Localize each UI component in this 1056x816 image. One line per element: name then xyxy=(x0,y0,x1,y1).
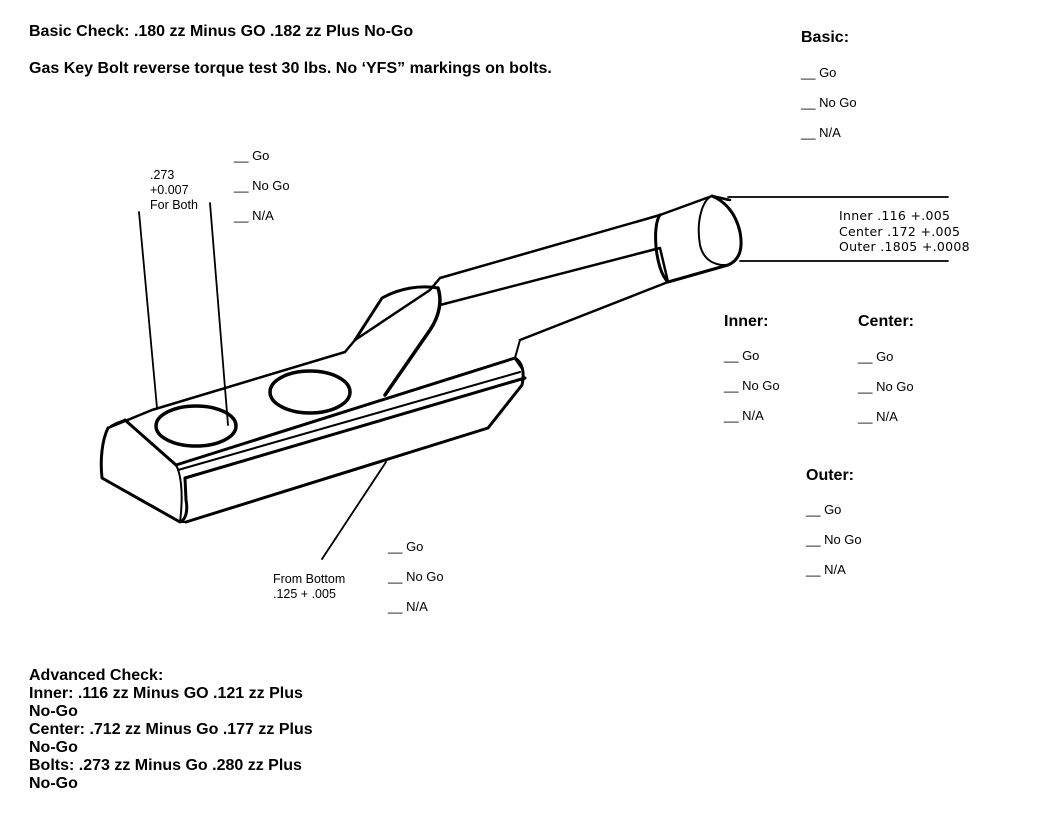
option-go[interactable]: __ Go xyxy=(801,65,837,80)
bottom-checklist: __ Go __ No Go __ N/A xyxy=(388,532,444,622)
option-na[interactable]: __ N/A xyxy=(858,409,898,424)
option-no-go[interactable]: __ No Go xyxy=(801,95,857,110)
bolt-callout: .273 +0.007 For Both xyxy=(150,168,198,213)
option-na[interactable]: __ N/A xyxy=(801,125,841,140)
option-go[interactable]: __ Go xyxy=(724,348,760,363)
bolt-checklist: __ Go __ No Go __ N/A xyxy=(234,141,290,231)
outer-checklist: __ Go __ No Go __ N/A xyxy=(806,495,862,585)
option-na[interactable]: __ N/A xyxy=(388,599,428,614)
inner-checklist: __ Go __ No Go __ N/A xyxy=(724,341,780,431)
outer-section-title: Outer: xyxy=(806,467,854,484)
torque-test-note: Gas Key Bolt reverse torque test 30 lbs.… xyxy=(29,60,552,77)
option-na[interactable]: __ N/A xyxy=(234,208,274,223)
option-no-go[interactable]: __ No Go xyxy=(724,378,780,393)
option-go[interactable]: __ Go xyxy=(234,148,270,163)
tube-callout-center: Center .172 +.005 xyxy=(839,223,961,239)
advanced-check-line: No-Go xyxy=(29,775,78,792)
inner-section-title: Inner: xyxy=(724,313,769,330)
advanced-check-line: No-Go xyxy=(29,739,78,756)
option-no-go[interactable]: __ No Go xyxy=(806,532,862,547)
bolt-callout-line: For Both xyxy=(150,198,198,212)
center-section-title: Center: xyxy=(858,313,915,330)
bottom-callout: From Bottom .125 + .005 xyxy=(273,572,345,602)
tube-callout: Inner .116 +.005 Center .172 +.005 Outer… xyxy=(839,208,970,255)
basic-section-title: Basic: xyxy=(801,29,850,46)
option-go[interactable]: __ Go xyxy=(388,539,424,554)
tube-callout-inner: Inner .116 +.005 xyxy=(839,208,951,223)
option-go[interactable]: __ Go xyxy=(806,502,842,517)
option-na[interactable]: __ N/A xyxy=(724,408,764,423)
tube-callout-outer: Outer .1805 +.0008 xyxy=(839,239,970,254)
advanced-check-title: Advanced Check: xyxy=(29,667,164,684)
basic-checklist: __ Go __ No Go __ N/A xyxy=(801,58,857,148)
advanced-check: Advanced Check: Inner: .116 zz Minus GO … xyxy=(29,667,313,793)
option-go[interactable]: __ Go xyxy=(858,349,894,364)
option-no-go[interactable]: __ No Go xyxy=(858,379,914,394)
advanced-check-line: Bolts: .273 zz Minus Go .280 zz Plus xyxy=(29,757,302,774)
advanced-check-line: Inner: .116 zz Minus GO .121 zz Plus xyxy=(29,685,303,702)
bottom-callout-line: From Bottom xyxy=(273,572,346,586)
option-na[interactable]: __ N/A xyxy=(806,562,846,577)
option-no-go[interactable]: __ No Go xyxy=(388,569,444,584)
bottom-callout-line: .125 + .005 xyxy=(273,587,336,601)
basic-check-heading: Basic Check: .180 zz Minus GO .182 zz Pl… xyxy=(29,23,414,40)
bolt-callout-line: .273 xyxy=(150,168,175,182)
bolt-callout-line: +0.007 xyxy=(150,183,189,197)
advanced-check-line: Center: .712 zz Minus Go .177 zz Plus xyxy=(29,721,313,738)
advanced-check-line: No-Go xyxy=(29,703,78,720)
center-checklist: __ Go __ No Go __ N/A xyxy=(858,342,914,432)
option-no-go[interactable]: __ No Go xyxy=(234,178,290,193)
